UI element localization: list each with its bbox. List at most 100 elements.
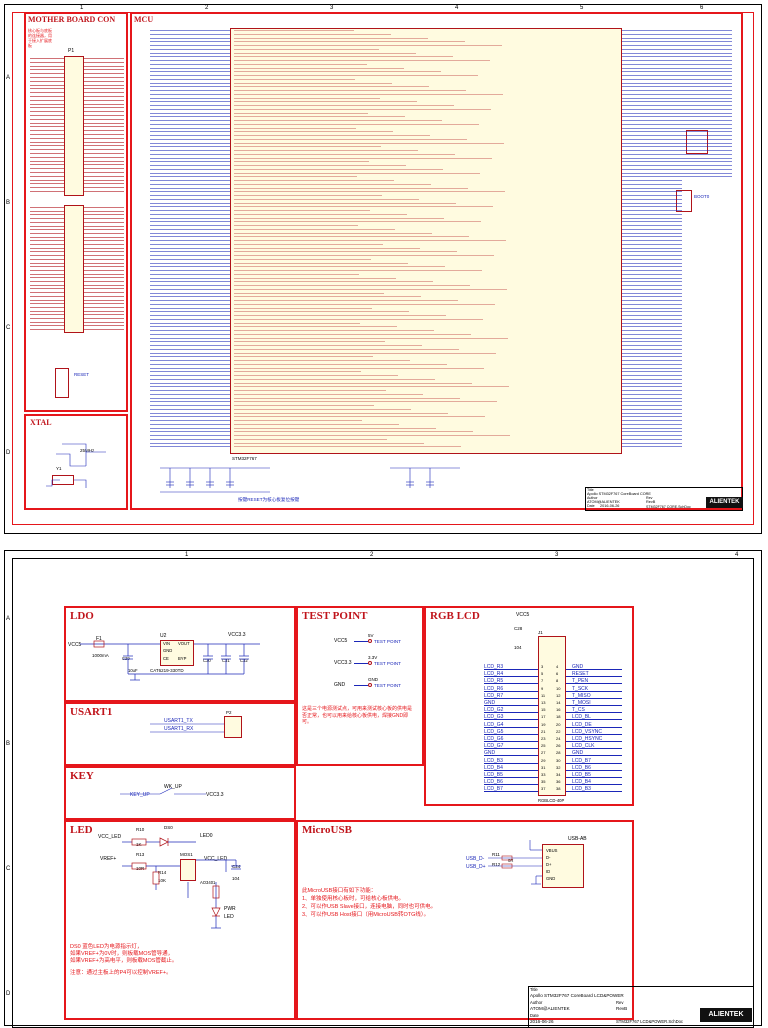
pin-stub bbox=[84, 69, 124, 70]
mcu-pin-stub bbox=[150, 198, 230, 200]
lcd-pin-number: 10 bbox=[556, 685, 561, 691]
mcu-pin-text bbox=[234, 258, 371, 260]
mcu-pin-stub bbox=[622, 281, 682, 282]
pin-stub bbox=[30, 58, 64, 59]
pin-stub bbox=[84, 310, 124, 312]
lcd-pin-number: 11 bbox=[541, 692, 546, 698]
mcu-pin-text bbox=[234, 412, 448, 414]
mcu-pin-text bbox=[234, 326, 397, 327]
mcu-pin-stub bbox=[150, 86, 230, 87]
lcd-right-pin: LCD_DE bbox=[572, 721, 592, 728]
pin-stub bbox=[84, 92, 124, 93]
mcu-pin-text bbox=[234, 333, 471, 335]
mcu-pin-text bbox=[234, 408, 411, 410]
mcu-pin-text bbox=[234, 45, 502, 46]
author-text: ATOM@ALIENTEK bbox=[587, 500, 620, 504]
mcu-pin-text bbox=[234, 116, 405, 117]
pin-stub bbox=[30, 214, 64, 215]
mcu-pin-stub bbox=[622, 142, 732, 143]
pin-stub bbox=[30, 240, 64, 241]
ldo-pin: VIN bbox=[163, 641, 170, 646]
test-point-wire bbox=[354, 663, 368, 664]
lcd-left-wire bbox=[484, 755, 538, 756]
pin-stub bbox=[30, 175, 64, 177]
mcu-pin-stub bbox=[622, 243, 682, 245]
test-point-net: VCC3.3 bbox=[334, 660, 352, 666]
key-title: KEY bbox=[70, 770, 94, 782]
col-number: 3 bbox=[330, 5, 334, 11]
mcu-pin-stub bbox=[150, 206, 230, 207]
mcu-pin-stub bbox=[622, 198, 682, 200]
led-r14: R14 bbox=[158, 870, 167, 875]
mcu-pin-text bbox=[234, 243, 383, 245]
mcu-pin-stub bbox=[150, 420, 230, 421]
pin-stub bbox=[30, 88, 64, 89]
lcd-left-pin: LCD_R6 bbox=[484, 685, 504, 692]
mcu-pin-stub bbox=[622, 288, 682, 290]
alientek-logo: ALIENTEK bbox=[706, 497, 743, 508]
mcu-pin-text bbox=[234, 420, 362, 421]
rgb-lcd-connector-body bbox=[538, 636, 566, 796]
pin-stub bbox=[30, 65, 64, 67]
ldo-cap: C30 bbox=[203, 658, 211, 663]
test-point-pad bbox=[368, 639, 372, 643]
mcu-pin-stub bbox=[622, 236, 682, 237]
mcu-pin-stub bbox=[622, 266, 682, 267]
lcd-pin-number: 13 bbox=[541, 700, 546, 705]
mcu-pin-stub bbox=[622, 270, 682, 271]
lcd-right-wire bbox=[566, 777, 622, 778]
mcu-pin-stub bbox=[622, 427, 682, 428]
mcu-pin-stub bbox=[150, 416, 230, 417]
mcu-pin-stub bbox=[622, 435, 682, 436]
row-letter: A bbox=[6, 616, 11, 622]
mcu-pin-stub bbox=[150, 78, 230, 80]
lcd-right-pin: LCD_VSYNC bbox=[572, 728, 603, 735]
lcd-right-wire bbox=[566, 755, 622, 756]
lcd-right-wire bbox=[566, 705, 622, 706]
pin-stub bbox=[30, 164, 64, 165]
lcd-right-wire bbox=[566, 784, 622, 785]
mcu-pin-stub bbox=[150, 255, 230, 256]
mcu-pin-text bbox=[234, 127, 356, 129]
mcu-pin-stub bbox=[622, 262, 682, 263]
lcd-pin-number: 23 bbox=[541, 736, 546, 741]
mcu-pin-text bbox=[234, 63, 367, 65]
col-number: 4 bbox=[735, 552, 739, 558]
pin-stub bbox=[30, 299, 64, 300]
lcd-pin-number: 8 bbox=[556, 678, 559, 684]
mcu-pin-text bbox=[234, 356, 373, 357]
lcd-right-pin: LCD_B4 bbox=[572, 779, 591, 786]
mcu-pin-stub bbox=[622, 348, 682, 350]
mcu-pin-stub bbox=[150, 333, 230, 335]
test-point-id: 5V bbox=[368, 633, 374, 638]
title-text: Apollo STM32F767 CoreBoard CORE bbox=[587, 492, 651, 496]
mcu-pin-stub bbox=[150, 397, 230, 398]
row-letter: C bbox=[6, 866, 11, 872]
pin-stub bbox=[30, 232, 64, 234]
mcu-pin-stub bbox=[150, 56, 230, 57]
mcu-pin-stub bbox=[622, 157, 732, 158]
pin-stub bbox=[30, 318, 64, 319]
pin-stub bbox=[30, 329, 64, 330]
mcu-pin-stub bbox=[622, 37, 732, 38]
mcu-pin-stub bbox=[150, 401, 230, 402]
pin-stub bbox=[84, 258, 124, 260]
microusb-pin: GND bbox=[546, 876, 556, 881]
mcu-pin-stub bbox=[150, 330, 230, 331]
mcu-pin-stub bbox=[622, 123, 732, 125]
mcu-pin-stub bbox=[622, 45, 732, 46]
key-switch: WK_UP bbox=[164, 784, 182, 790]
mother-board-note: 核心板与底板的连接器，用于接入扩展底板 bbox=[28, 28, 52, 48]
mcu-pin-stub bbox=[622, 240, 682, 241]
mcu-pin-stub bbox=[150, 67, 230, 68]
lcd-pin-number: 31 bbox=[541, 764, 546, 770]
col-number: 1 bbox=[185, 552, 189, 558]
mcu-pin-stub bbox=[150, 337, 230, 338]
ldo-wiring bbox=[80, 640, 260, 681]
lcd-left-pin: LCD_B4 bbox=[484, 764, 503, 771]
led-vcc-label: VCC_LED bbox=[204, 856, 228, 862]
mcu-pin-text bbox=[234, 120, 442, 121]
mcu-pin-stub bbox=[622, 90, 732, 91]
mcu-pin-text bbox=[234, 198, 419, 200]
pin-stub bbox=[30, 306, 64, 308]
